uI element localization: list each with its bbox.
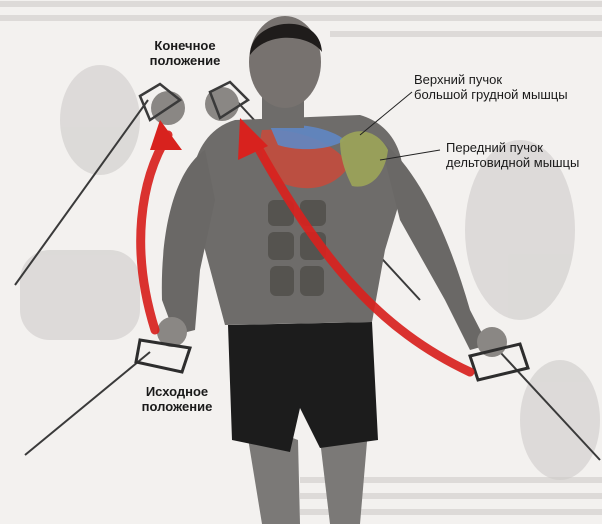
front-delt-label: Передний пучок дельтовидной мышцы xyxy=(446,140,596,170)
right-movement-arrow xyxy=(250,137,475,377)
hair xyxy=(250,23,322,55)
start-position-label: Исходное положение xyxy=(122,384,232,414)
left-arm xyxy=(161,150,215,335)
shorts xyxy=(228,322,378,452)
end-position-line2: положение xyxy=(149,53,221,68)
upper-pec-label: Верхний пучок большой грудной мышцы xyxy=(414,72,594,102)
right-arrow-head xyxy=(238,118,268,160)
start-position-line2: положение xyxy=(141,399,213,414)
start-handles xyxy=(134,338,530,382)
end-handles xyxy=(138,80,250,122)
left-arrow-head xyxy=(150,120,182,150)
left-movement-arrow xyxy=(136,130,173,335)
front-delt-line1: Передний пучок xyxy=(446,140,543,155)
upper-pec-line1: Верхний пучок xyxy=(414,72,503,87)
end-position-label: Конечное положение xyxy=(130,38,240,68)
background-faded-figures xyxy=(20,65,600,480)
start-position-line1: Исходное xyxy=(145,384,209,399)
blue-highlight xyxy=(270,124,345,150)
right-arm xyxy=(380,140,488,350)
delt-highlight xyxy=(340,131,388,187)
front-delt-line2: дельтовидной мышцы xyxy=(446,155,580,170)
upper-pec-line2: большой грудной мышцы xyxy=(414,87,568,102)
callout-lines xyxy=(359,91,441,161)
end-position-fists xyxy=(151,87,239,125)
end-position-line1: Конечное xyxy=(154,38,216,53)
